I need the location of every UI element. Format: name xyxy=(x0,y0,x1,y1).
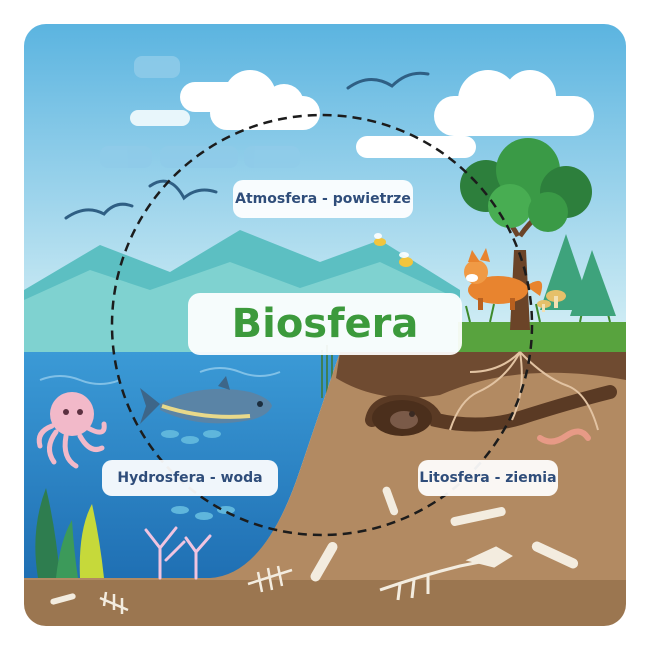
fish-fossil xyxy=(99,565,293,614)
grass xyxy=(458,322,626,352)
mole xyxy=(390,411,418,429)
hydrosphere-label: Hydrosfera - woda xyxy=(102,460,278,496)
roots xyxy=(449,351,599,431)
small-fish xyxy=(161,430,235,520)
dinosaur-fossil xyxy=(379,546,513,601)
bedrock xyxy=(24,580,626,626)
atmosphere-label: Atmosfera - powietrze xyxy=(233,180,413,218)
bees xyxy=(374,233,413,267)
biosphere-circle xyxy=(110,113,534,537)
biosphere-label: Biosfera xyxy=(188,293,462,355)
tuna-fish xyxy=(140,376,272,424)
cloud-shadows xyxy=(100,56,300,168)
birds xyxy=(64,71,430,220)
seaweed xyxy=(35,488,104,578)
tree xyxy=(460,138,592,330)
fox xyxy=(464,248,543,310)
buried-bones xyxy=(50,486,579,605)
octopus xyxy=(36,392,107,469)
clouds xyxy=(130,70,594,158)
lithosphere-label: Litosfera - ziemia xyxy=(418,460,558,496)
mushrooms xyxy=(537,290,566,312)
earthworm xyxy=(537,428,591,445)
water-waves xyxy=(39,367,281,385)
soil xyxy=(24,352,626,590)
topsoil xyxy=(336,352,626,398)
coral xyxy=(144,526,212,580)
